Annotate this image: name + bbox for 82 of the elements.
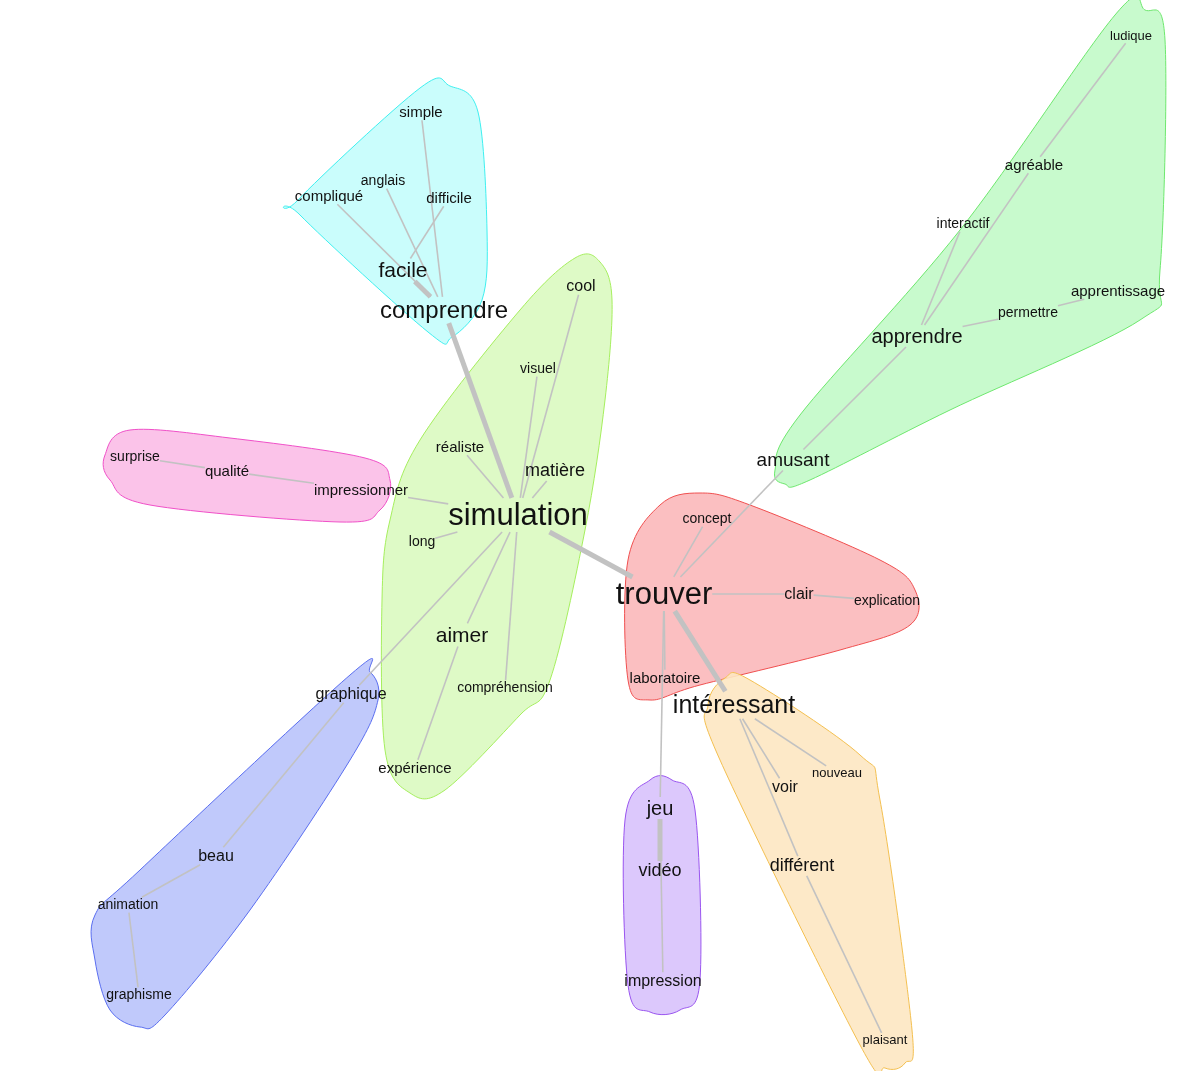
word-label: voir bbox=[772, 778, 798, 796]
word-label: réaliste bbox=[435, 438, 485, 456]
connector-line bbox=[802, 346, 907, 451]
connector-line bbox=[466, 454, 505, 499]
connector-line bbox=[421, 119, 444, 298]
connector-line bbox=[920, 230, 961, 326]
word-label: apprentissage bbox=[1070, 282, 1166, 300]
word-label: beau bbox=[198, 847, 234, 865]
word-label: trouver bbox=[615, 576, 713, 612]
connector-line bbox=[659, 610, 665, 798]
connector-line bbox=[409, 205, 445, 260]
word-label: simple bbox=[399, 103, 443, 121]
connector-line bbox=[159, 460, 206, 469]
connector-line bbox=[413, 279, 433, 299]
word-label: expérience bbox=[378, 759, 452, 777]
word-label: agréable bbox=[1004, 156, 1064, 174]
word-label: intéressant bbox=[672, 691, 796, 719]
word-label: long bbox=[408, 534, 436, 550]
connector-line bbox=[521, 294, 580, 499]
connector-line bbox=[519, 375, 538, 499]
connector-line bbox=[805, 875, 883, 1034]
word-label: vidéo bbox=[638, 861, 682, 881]
connector-line bbox=[336, 203, 432, 298]
word-label: clair bbox=[784, 585, 814, 603]
word-label: impressionner bbox=[313, 481, 409, 499]
connector-line bbox=[741, 717, 781, 779]
connector-line bbox=[446, 322, 515, 499]
word-label: laboratoire bbox=[629, 669, 701, 687]
word-label: interactif bbox=[936, 216, 990, 232]
word-label: explication bbox=[853, 593, 921, 609]
connector-line bbox=[711, 593, 786, 595]
connector-line bbox=[672, 609, 728, 693]
connector-line bbox=[679, 469, 784, 578]
word-label: matière bbox=[525, 461, 585, 481]
word-label: simulation bbox=[448, 497, 588, 533]
connector-line bbox=[417, 645, 459, 761]
connector-line bbox=[466, 531, 511, 625]
connector-line bbox=[657, 819, 663, 862]
word-label: apprendre bbox=[871, 325, 963, 347]
connector-line bbox=[659, 818, 664, 973]
word-label: jeu bbox=[646, 797, 674, 819]
connector-line bbox=[1039, 42, 1127, 158]
word-label: ludique bbox=[1110, 28, 1152, 44]
word-label: animation bbox=[97, 897, 159, 913]
word-label: qualité bbox=[204, 462, 250, 480]
word-label: compliqué bbox=[294, 187, 364, 205]
connector-line bbox=[812, 594, 855, 600]
connector-line bbox=[672, 525, 704, 578]
word-label: aimer bbox=[435, 623, 489, 647]
word-label: amusant bbox=[756, 449, 830, 471]
connector-line bbox=[141, 864, 201, 899]
word-label: difficile bbox=[426, 189, 472, 207]
word-label: concept bbox=[682, 511, 732, 527]
word-label: facile bbox=[378, 258, 428, 282]
word-label: graphique bbox=[315, 685, 387, 703]
word-label: compréhension bbox=[457, 680, 553, 696]
connector-line bbox=[739, 717, 799, 857]
connector-line bbox=[222, 702, 345, 848]
word-label: visuel bbox=[520, 361, 556, 377]
connector-line bbox=[531, 480, 548, 499]
connector-line bbox=[407, 496, 450, 505]
word-label: graphisme bbox=[106, 987, 172, 1003]
word-label: impression bbox=[624, 972, 702, 990]
word-label: différent bbox=[769, 856, 835, 876]
connector-line bbox=[1057, 298, 1086, 307]
connector-line bbox=[358, 531, 503, 686]
word-label: cool bbox=[566, 277, 596, 295]
connector-line bbox=[961, 318, 999, 328]
word-label: comprendre bbox=[379, 296, 509, 324]
word-label: permettre bbox=[998, 305, 1058, 321]
connector-line bbox=[128, 911, 139, 989]
connector-line bbox=[385, 187, 439, 298]
word-label: plaisant bbox=[862, 1032, 908, 1048]
connector-line bbox=[754, 717, 827, 767]
word-label: surprise bbox=[110, 449, 160, 465]
connector-line bbox=[504, 531, 518, 682]
word-label: nouveau bbox=[812, 765, 862, 781]
connector-line bbox=[923, 172, 1030, 326]
connector-line bbox=[434, 531, 459, 540]
word-label: anglais bbox=[360, 173, 406, 189]
connector-line bbox=[663, 610, 666, 671]
connector-line bbox=[248, 473, 315, 485]
